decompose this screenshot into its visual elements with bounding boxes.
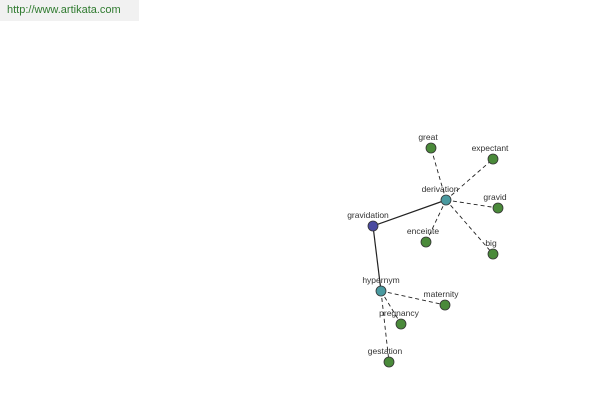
edge-derivation-big — [445, 199, 494, 255]
node-label-derivation[interactable]: derivation — [422, 184, 459, 194]
node-big[interactable] — [487, 248, 499, 260]
node-label-pregnancy[interactable]: pregnancy — [379, 308, 419, 318]
node-label-gravidation[interactable]: gravidation — [347, 210, 389, 220]
node-gravidation[interactable] — [367, 220, 379, 232]
edge-derivation-enceinte — [425, 199, 447, 243]
node-enceinte[interactable] — [420, 236, 432, 248]
node-derivation[interactable] — [440, 194, 452, 206]
node-label-maternity[interactable]: maternity — [424, 289, 460, 299]
edge-derivation-great — [430, 147, 447, 201]
node-pregnancy[interactable] — [395, 318, 407, 330]
node-label-great[interactable]: great — [418, 132, 438, 142]
edge-gravidation-hypernym — [372, 225, 382, 292]
edge-hypernym-gestation — [380, 290, 390, 363]
node-expectant[interactable] — [487, 153, 499, 165]
node-label-gravid[interactable]: gravid — [483, 192, 506, 202]
node-great[interactable] — [425, 142, 437, 154]
node-label-enceinte[interactable]: enceinte — [407, 226, 439, 236]
node-gravid[interactable] — [492, 202, 504, 214]
edge-gravidation-derivation — [372, 199, 447, 227]
edge-hypernym-maternity — [380, 290, 446, 306]
node-label-big[interactable]: big — [485, 238, 497, 248]
site-url-link[interactable]: http://www.artikata.com — [7, 4, 121, 16]
url-bar: http://www.artikata.com — [0, 0, 139, 21]
node-gestation[interactable] — [383, 356, 395, 368]
node-label-expectant[interactable]: expectant — [472, 143, 509, 153]
edge-derivation-gravid — [445, 199, 499, 209]
edge-derivation-expectant — [445, 158, 494, 201]
node-label-gestation[interactable]: gestation — [368, 346, 403, 356]
node-label-hypernym[interactable]: hypernym — [362, 275, 399, 285]
node-maternity[interactable] — [439, 299, 451, 311]
node-hypernym[interactable] — [375, 285, 387, 297]
